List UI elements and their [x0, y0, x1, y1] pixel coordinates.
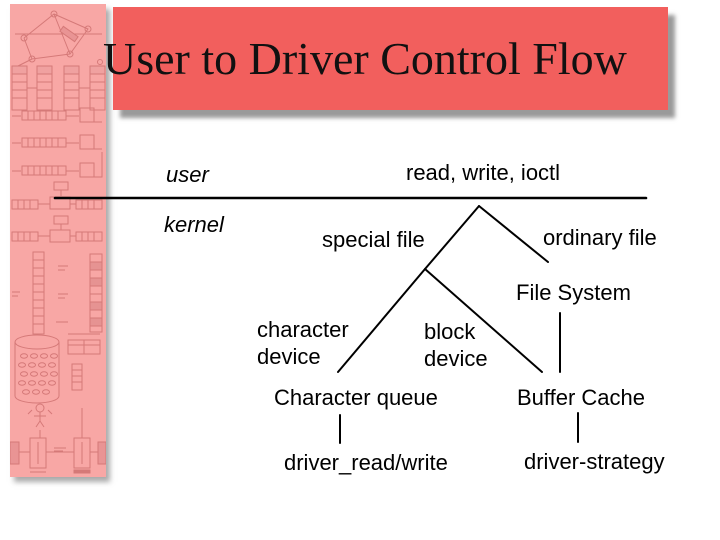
edge-syscall-to-ordinary-file	[478, 205, 549, 263]
label-kernel: kernel	[164, 212, 224, 237]
label-block-device: block device	[424, 319, 488, 372]
title-banner	[113, 7, 668, 110]
slide-title: User to Driver Control Flow	[103, 33, 627, 84]
label-character-queue: Character queue	[274, 385, 438, 410]
sidebar-art-strip	[10, 4, 106, 477]
label-driver-strategy: driver-strategy	[524, 449, 665, 474]
label-buffer-cache: Buffer Cache	[517, 385, 646, 410]
sidebar-flowchart-art	[10, 10, 106, 474]
label-driver-read-write: driver_read/write	[284, 450, 448, 475]
label-character-device: character device	[257, 317, 349, 370]
label-read-write-ioctl: read, write, ioctl	[406, 160, 561, 185]
label-user: user	[166, 162, 209, 187]
label-ordinary-file: ordinary file	[543, 225, 657, 250]
label-file-system: File System	[516, 280, 631, 305]
edge-syscall-to-special-file	[424, 205, 480, 270]
label-special-file: special file	[322, 227, 425, 252]
edge-special-to-character-device	[337, 268, 426, 373]
